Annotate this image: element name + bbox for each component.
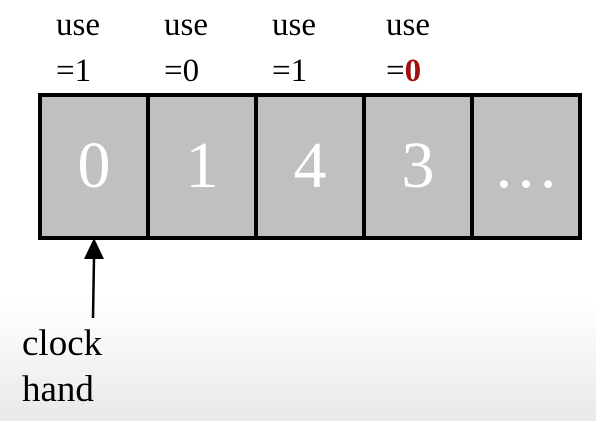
- use-bit-value: 1: [290, 53, 308, 89]
- clock-hand-label: clock hand: [22, 321, 102, 413]
- use-bit-label-frame-2: use =1: [272, 2, 316, 94]
- use-bit-name: use: [386, 7, 430, 43]
- page-frame-2: 4: [258, 97, 366, 236]
- use-bit-name: use: [272, 7, 316, 43]
- clock-hand-label-line-1: clock: [22, 323, 103, 364]
- page-frame-array: 0 1 4 3 …: [38, 93, 582, 240]
- use-bit-equals: =: [386, 53, 405, 89]
- use-bit-value-highlighted: 0: [404, 53, 422, 89]
- clock-hand-arrow-shaft: [91, 257, 96, 319]
- use-bit-label-frame-0: use =1: [56, 2, 100, 94]
- use-bit-equals: =: [164, 53, 183, 89]
- use-bit-name: use: [56, 7, 100, 43]
- clock-hand-arrow-head: [84, 238, 104, 259]
- page-frame-1: 1: [150, 97, 258, 236]
- page-frame-3: 3: [366, 97, 474, 236]
- use-bit-name: use: [164, 7, 208, 43]
- use-bit-value: 1: [74, 53, 92, 89]
- page-frame-ellipsis: …: [493, 128, 559, 202]
- use-bit-equals: =: [56, 53, 75, 89]
- use-bit-label-frame-1: use =0: [164, 2, 208, 94]
- use-bit-value: 0: [182, 53, 200, 89]
- page-frame-0: 0: [42, 97, 150, 236]
- use-bit-equals: =: [272, 53, 291, 89]
- clock-hand-label-line-2: hand: [22, 369, 94, 410]
- use-bit-label-frame-3: use =0: [386, 2, 430, 94]
